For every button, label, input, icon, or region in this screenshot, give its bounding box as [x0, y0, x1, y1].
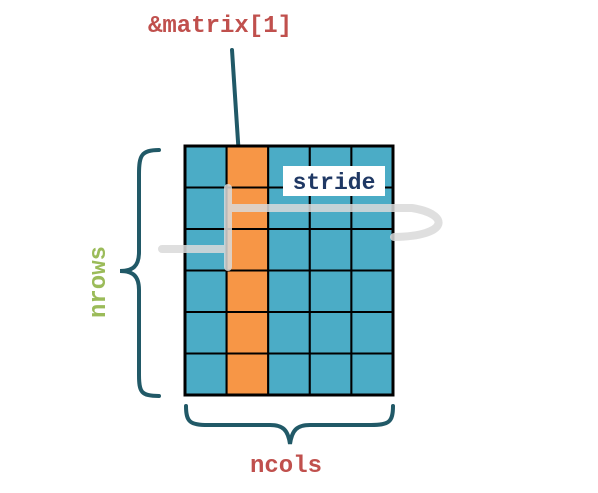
- nrows-label: nrows: [86, 246, 113, 318]
- matrix-cell: [267, 228, 311, 272]
- matrix-cell: [267, 311, 311, 355]
- stride-path: [158, 184, 443, 271]
- matrix-cell: [308, 311, 353, 355]
- matrix-cell-highlighted: [225, 352, 270, 396]
- matrix-cell-highlighted: [225, 228, 270, 272]
- stride-label-background: [283, 166, 385, 196]
- matrix-cell: [308, 228, 353, 272]
- matrix-cell: [350, 228, 394, 272]
- matrix-cell: [184, 186, 228, 230]
- matrix-cell-highlighted: [225, 145, 270, 189]
- matrix-cell: [184, 269, 228, 313]
- matrix-cell: [308, 352, 353, 396]
- matrix-cell: [184, 311, 228, 355]
- nrows-brace: [119, 148, 161, 398]
- matrix-cell: [350, 269, 394, 313]
- matrix-cell: [184, 145, 228, 189]
- matrix-cell: [267, 352, 311, 396]
- ncols-label: ncols: [250, 453, 322, 480]
- matrix-cell: [267, 269, 311, 313]
- matrix-cell-highlighted: [225, 269, 270, 313]
- ncols-brace: [184, 404, 395, 445]
- matrix-cell: [350, 311, 394, 355]
- matrix-cell: [184, 352, 228, 396]
- matrix-ref-label: &matrix[1]: [148, 13, 292, 40]
- matrix-cell: [308, 269, 353, 313]
- matrix-cell-highlighted: [225, 311, 270, 355]
- matrix-cell: [350, 352, 394, 396]
- matrix-border: [183, 144, 395, 397]
- stride-label: stride: [293, 170, 376, 196]
